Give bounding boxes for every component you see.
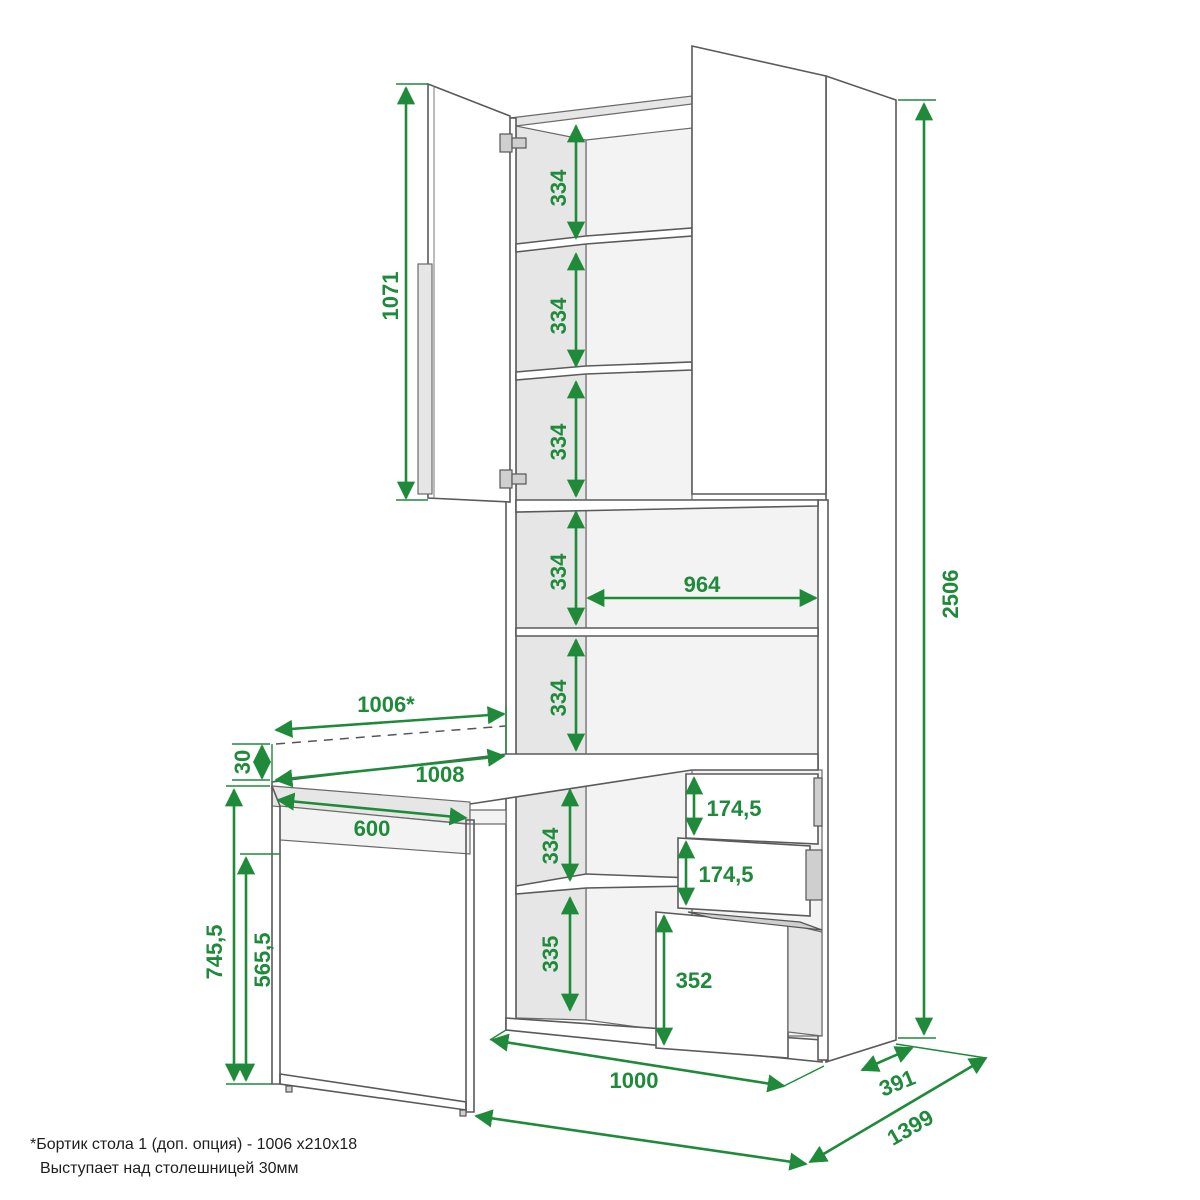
shelves bbox=[515, 227, 819, 895]
dim-line-desk-depth bbox=[276, 792, 468, 826]
label-cabinet-width: 1000 bbox=[610, 1068, 659, 1093]
drawer-1-side bbox=[813, 777, 823, 827]
hinge-icon bbox=[499, 133, 527, 153]
label-shelf-low-1: 334 bbox=[538, 827, 563, 864]
label-door-height: 1071 bbox=[378, 272, 403, 321]
footnote-rim-option: *Бортик стола 1 (доп. опция) - 1006 х210… bbox=[30, 1136, 358, 1153]
upper-right-door bbox=[691, 45, 827, 495]
footnote-rim-overhang: Выступает над столешницей 30мм bbox=[40, 1160, 299, 1177]
door-panel bbox=[427, 82, 511, 503]
label-leg-clearance: 565,5 bbox=[250, 932, 275, 987]
shelf bbox=[515, 627, 819, 637]
desk-foot bbox=[459, 1109, 467, 1117]
label-drawer-1: 174,5 bbox=[706, 796, 761, 821]
label-shelf-3: 334 bbox=[546, 423, 571, 460]
cabinet-side-panel bbox=[825, 74, 897, 1064]
label-rim-height: 30 bbox=[230, 750, 255, 774]
label-desk-height: 745,5 bbox=[202, 924, 227, 979]
desk-foot bbox=[285, 1085, 293, 1093]
drawers bbox=[655, 769, 823, 1059]
hinge-icon bbox=[499, 469, 527, 489]
label-cabinet-depth: 391 bbox=[875, 1065, 918, 1102]
label-shelf-2: 334 bbox=[546, 297, 571, 334]
label-desk-depth: 600 bbox=[354, 816, 391, 841]
dimension-labels: 1071 334 334 334 334 334 334 335 964 250… bbox=[202, 169, 963, 1151]
dim-line-desk-length bbox=[274, 748, 506, 788]
shelf bbox=[515, 499, 819, 513]
label-inner-width: 964 bbox=[684, 572, 721, 597]
dim-line-cabinet-width bbox=[490, 1033, 786, 1093]
dimension-lines bbox=[224, 83, 988, 1171]
label-shelf-5: 334 bbox=[546, 679, 571, 716]
label-total-depth: 1399 bbox=[883, 1104, 938, 1150]
dim-line-total-depth bbox=[808, 1056, 988, 1164]
label-shelf-1: 334 bbox=[546, 169, 571, 206]
label-total-height: 2506 bbox=[938, 570, 963, 619]
drawer-3-box bbox=[787, 923, 823, 1037]
dim-line-total-depth bbox=[474, 1109, 808, 1171]
drawer-3-top bbox=[687, 911, 823, 931]
dim-line-rim-length bbox=[274, 706, 506, 738]
cabinet-top-panel bbox=[508, 95, 693, 127]
label-rim-length: 1006* bbox=[357, 692, 415, 717]
drawer-2-side bbox=[805, 849, 823, 901]
door-handle bbox=[417, 263, 433, 495]
desk-leg-crossbar bbox=[279, 1073, 467, 1111]
upper-left-door bbox=[417, 82, 527, 503]
desk-leg-frame bbox=[465, 819, 475, 1113]
label-drawer-3: 352 bbox=[676, 968, 713, 993]
label-shelf-4: 334 bbox=[546, 553, 571, 590]
label-drawer-2: 174,5 bbox=[698, 862, 753, 887]
label-shelf-low-2: 335 bbox=[538, 936, 563, 973]
label-desk-length: 1008 bbox=[416, 762, 465, 787]
